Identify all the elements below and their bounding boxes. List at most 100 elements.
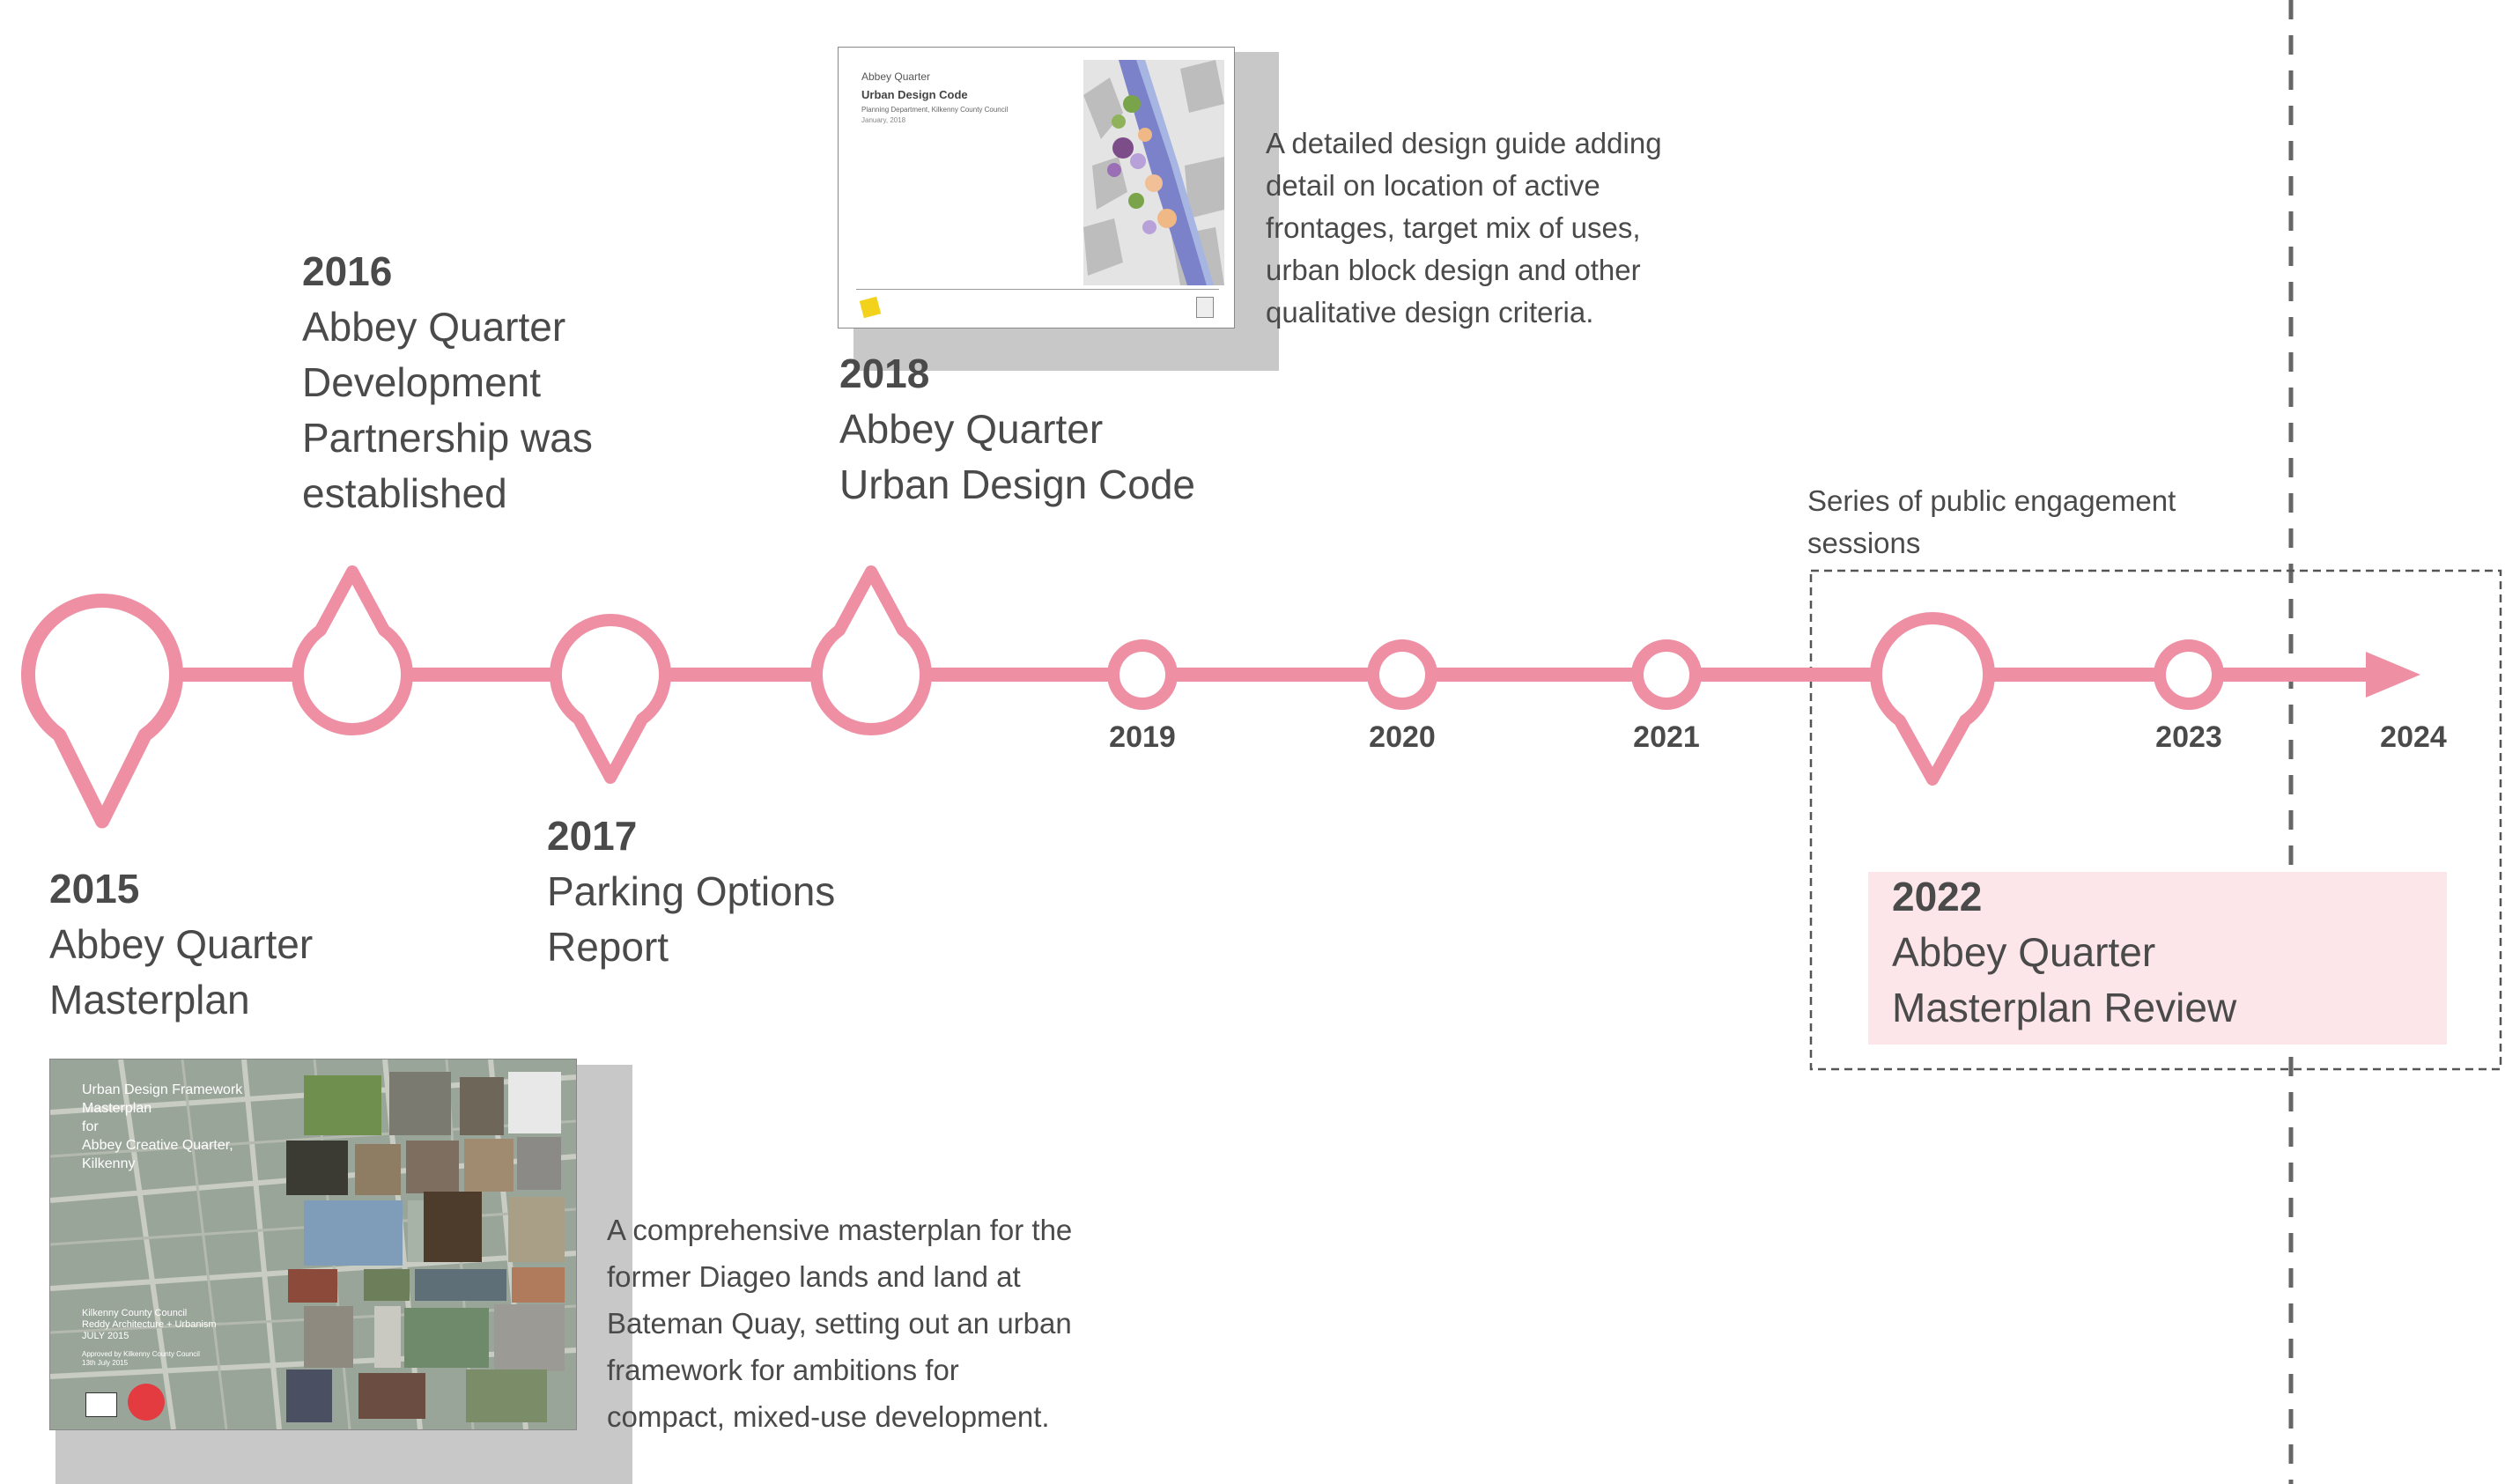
event-2016-title-line: Abbey Quarter	[302, 304, 566, 350]
doc-2015-approval: Approved by Kilkenny County Council 13th…	[82, 1350, 200, 1368]
doc-2015-photo	[494, 1304, 565, 1371]
doc-2015-credits: Kilkenny County Council Reddy Architectu…	[82, 1308, 217, 1342]
tick-label-2023: 2023	[2155, 720, 2222, 754]
event-2018-title-line: Abbey Quarter	[839, 406, 1104, 452]
description-line: framework for ambitions for	[607, 1354, 959, 1386]
doc-2018-line4: January, 2018	[861, 116, 906, 124]
doc-2015-photo	[358, 1373, 425, 1419]
doc-2015-photo	[404, 1308, 489, 1368]
doc-2015-photo	[288, 1269, 337, 1303]
event-2022-title-line: Abbey Quarter	[1892, 929, 2156, 975]
event-2016-title-line: Development	[302, 359, 542, 405]
event-2022: 2022 Abbey Quarter Masterplan Review	[1892, 869, 2236, 1036]
tick-label-2024: 2024	[2380, 720, 2447, 754]
description-line: compact, mixed-use development.	[607, 1400, 1050, 1433]
doc-2015-photo	[460, 1077, 504, 1135]
engagement-label-line: Series of public engagement	[1807, 484, 2176, 517]
event-2022-title: Abbey Quarter Masterplan Review	[1892, 925, 2236, 1036]
doc-2018-line3: Planning Department, Kilkenny County Cou…	[861, 106, 1009, 114]
doc-2015-photo	[517, 1137, 561, 1190]
tick-label-2020: 2020	[1369, 720, 1436, 754]
event-2015-title-line: Masterplan	[49, 977, 250, 1023]
event-2015-year: 2015	[49, 866, 140, 912]
doc-2015-logo-left	[85, 1392, 117, 1417]
event-2018-title-line: Urban Design Code	[839, 461, 1196, 507]
doc-2015-photo	[512, 1267, 565, 1303]
event-2022-highlight	[1868, 872, 2447, 1045]
description-line: urban block design and other	[1266, 254, 1641, 286]
engagement-label-line: sessions	[1807, 527, 1921, 559]
doc-2015-title-line: Kilkenny	[82, 1156, 136, 1171]
doc-2015-title-line: Abbey Creative Quarter,	[82, 1138, 233, 1153]
doc-2015-photo	[389, 1072, 451, 1135]
event-2017-title-line: Parking Options	[547, 868, 836, 914]
description-line: frontages, target mix of uses,	[1266, 211, 1641, 244]
event-2017-title: Parking Options Report	[547, 864, 835, 975]
timeline-marker-2023	[2154, 639, 2224, 710]
event-2018-title: Abbey Quarter Urban Design Code	[839, 402, 1195, 513]
doc-2018-cover-thumbnail: Abbey Quarter Urban Design Code Planning…	[838, 47, 1235, 329]
timeline-marker-2021	[1631, 639, 1702, 710]
timeline-marker-2017	[550, 614, 671, 784]
doc-2015-photo	[424, 1192, 482, 1262]
doc-2015-photo	[286, 1370, 332, 1422]
doc-2015-photo	[374, 1306, 401, 1368]
event-2018-year: 2018	[839, 351, 930, 396]
doc-2015-photo	[286, 1141, 348, 1195]
event-2022-title-line: Masterplan Review	[1892, 985, 2237, 1030]
doc-2015-photo	[415, 1269, 506, 1301]
timeline-marker-2018	[810, 565, 932, 735]
tick-label-2021: 2021	[1633, 720, 1700, 754]
doc-2015-photo	[304, 1075, 381, 1135]
doc-2018-line1: Abbey Quarter	[861, 70, 931, 83]
description-line: A detailed design guide adding	[1266, 127, 1662, 159]
event-2017-title-line: Report	[547, 924, 669, 970]
doc-2015-photo	[508, 1197, 565, 1262]
event-2016-year: 2016	[302, 248, 393, 294]
event-2015-title-line: Abbey Quarter	[49, 921, 314, 967]
doc-2015-photo	[304, 1200, 403, 1266]
doc-2015-approval-line: 13th July 2015	[82, 1359, 129, 1367]
timeline-arrowhead	[2366, 652, 2420, 698]
description-line: detail on location of active	[1266, 169, 1600, 202]
doc-2015-photo	[508, 1072, 561, 1133]
event-2015-title: Abbey Quarter Masterplan	[49, 917, 313, 1028]
engagement-period-box	[1809, 569, 2502, 1071]
event-2015: 2015 Abbey Quarter Masterplan	[49, 861, 313, 1028]
event-2016-title: Abbey Quarter Development Partnership wa…	[302, 299, 593, 521]
doc-2015-photo	[304, 1306, 353, 1368]
description-2018: A detailed design guide adding detail on…	[1266, 122, 1662, 334]
tick-label-2019: 2019	[1109, 720, 1176, 754]
description-line: A comprehensive masterplan for the	[607, 1214, 1073, 1246]
doc-2018-logo-right	[1196, 297, 1214, 318]
doc-2015-cover-thumbnail: Urban Design Framework Masterplan for Ab…	[49, 1059, 577, 1430]
description-line: former Diageo lands and land at	[607, 1260, 1021, 1293]
doc-2015-credit-line: Kilkenny County Council	[82, 1308, 188, 1318]
doc-2015-title-line: Masterplan	[82, 1101, 152, 1116]
doc-2015-photo	[364, 1269, 410, 1301]
engagement-label: Series of public engagement sessions	[1807, 480, 2176, 565]
doc-2015-title-line: for	[82, 1119, 99, 1134]
doc-2015-approval-line: Approved by Kilkenny County Council	[82, 1350, 200, 1358]
event-2017: 2017 Parking Options Report	[547, 808, 835, 975]
event-2018: 2018 Abbey Quarter Urban Design Code	[839, 346, 1195, 513]
doc-2015-logo-red	[128, 1384, 165, 1421]
description-line: Bateman Quay, setting out an urban	[607, 1307, 1072, 1340]
doc-2018-line2: Urban Design Code	[861, 88, 968, 101]
doc-2018-logo-left	[859, 296, 882, 319]
timeline-marker-2015	[21, 594, 183, 829]
timeline-marker-2019	[1107, 639, 1178, 710]
event-2016: 2016 Abbey Quarter Development Partnersh…	[302, 244, 593, 521]
doc-2015-photo	[355, 1144, 401, 1195]
doc-2015-title-line: Urban Design Framework	[82, 1082, 243, 1097]
timeline-marker-2020	[1367, 639, 1437, 710]
doc-2015-photo	[466, 1370, 547, 1422]
event-2022-year: 2022	[1892, 874, 1983, 919]
timeline-marker-2016	[292, 565, 413, 735]
doc-2018-map-image	[1083, 60, 1224, 285]
event-2016-title-line: Partnership was	[302, 415, 593, 461]
timeline-marker-2022	[1870, 612, 1995, 786]
event-2017-year: 2017	[547, 813, 638, 859]
description-line: qualitative design criteria.	[1266, 296, 1594, 329]
